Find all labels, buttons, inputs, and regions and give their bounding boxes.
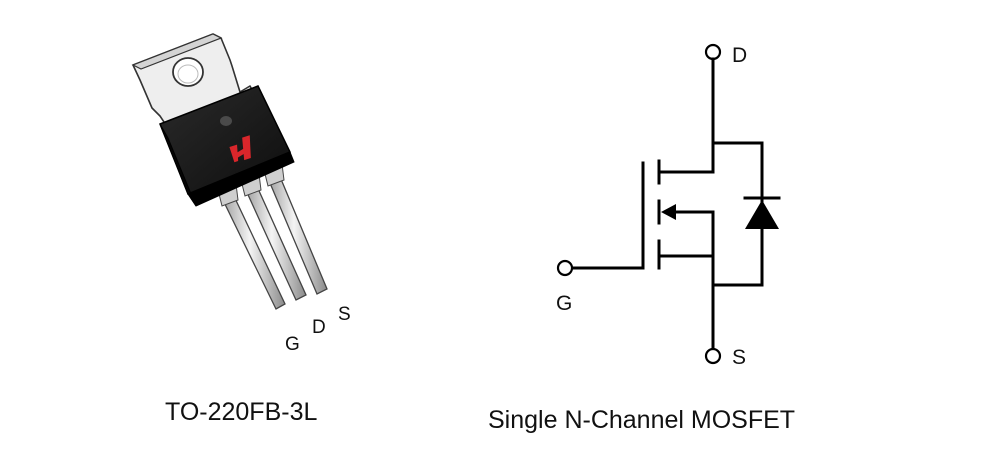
mounting-hole [172, 57, 204, 87]
gate-terminal [556, 259, 574, 277]
pin-label-drain: D [312, 317, 326, 338]
pin-label-source: S [338, 304, 351, 325]
package-caption: TO-220FB-3L [165, 398, 318, 426]
channel-arrow-icon [661, 204, 676, 220]
terminal-label-source: S [732, 346, 746, 369]
package-body [159, 85, 295, 207]
package-legs [217, 163, 328, 310]
mosfet-schematic-symbol [556, 43, 781, 365]
brand-logo [229, 135, 251, 163]
source-terminal [704, 347, 722, 365]
to220-package: G D S [131, 33, 351, 355]
symbol-caption: Single N-Channel MOSFET [488, 406, 796, 434]
terminal-label-drain: D [732, 44, 747, 67]
body-dimple [220, 116, 232, 126]
drain-terminal [704, 43, 722, 61]
body-diode-icon [745, 200, 779, 229]
terminal-label-gate: G [556, 292, 572, 315]
pin-label-gate: G [285, 334, 300, 355]
